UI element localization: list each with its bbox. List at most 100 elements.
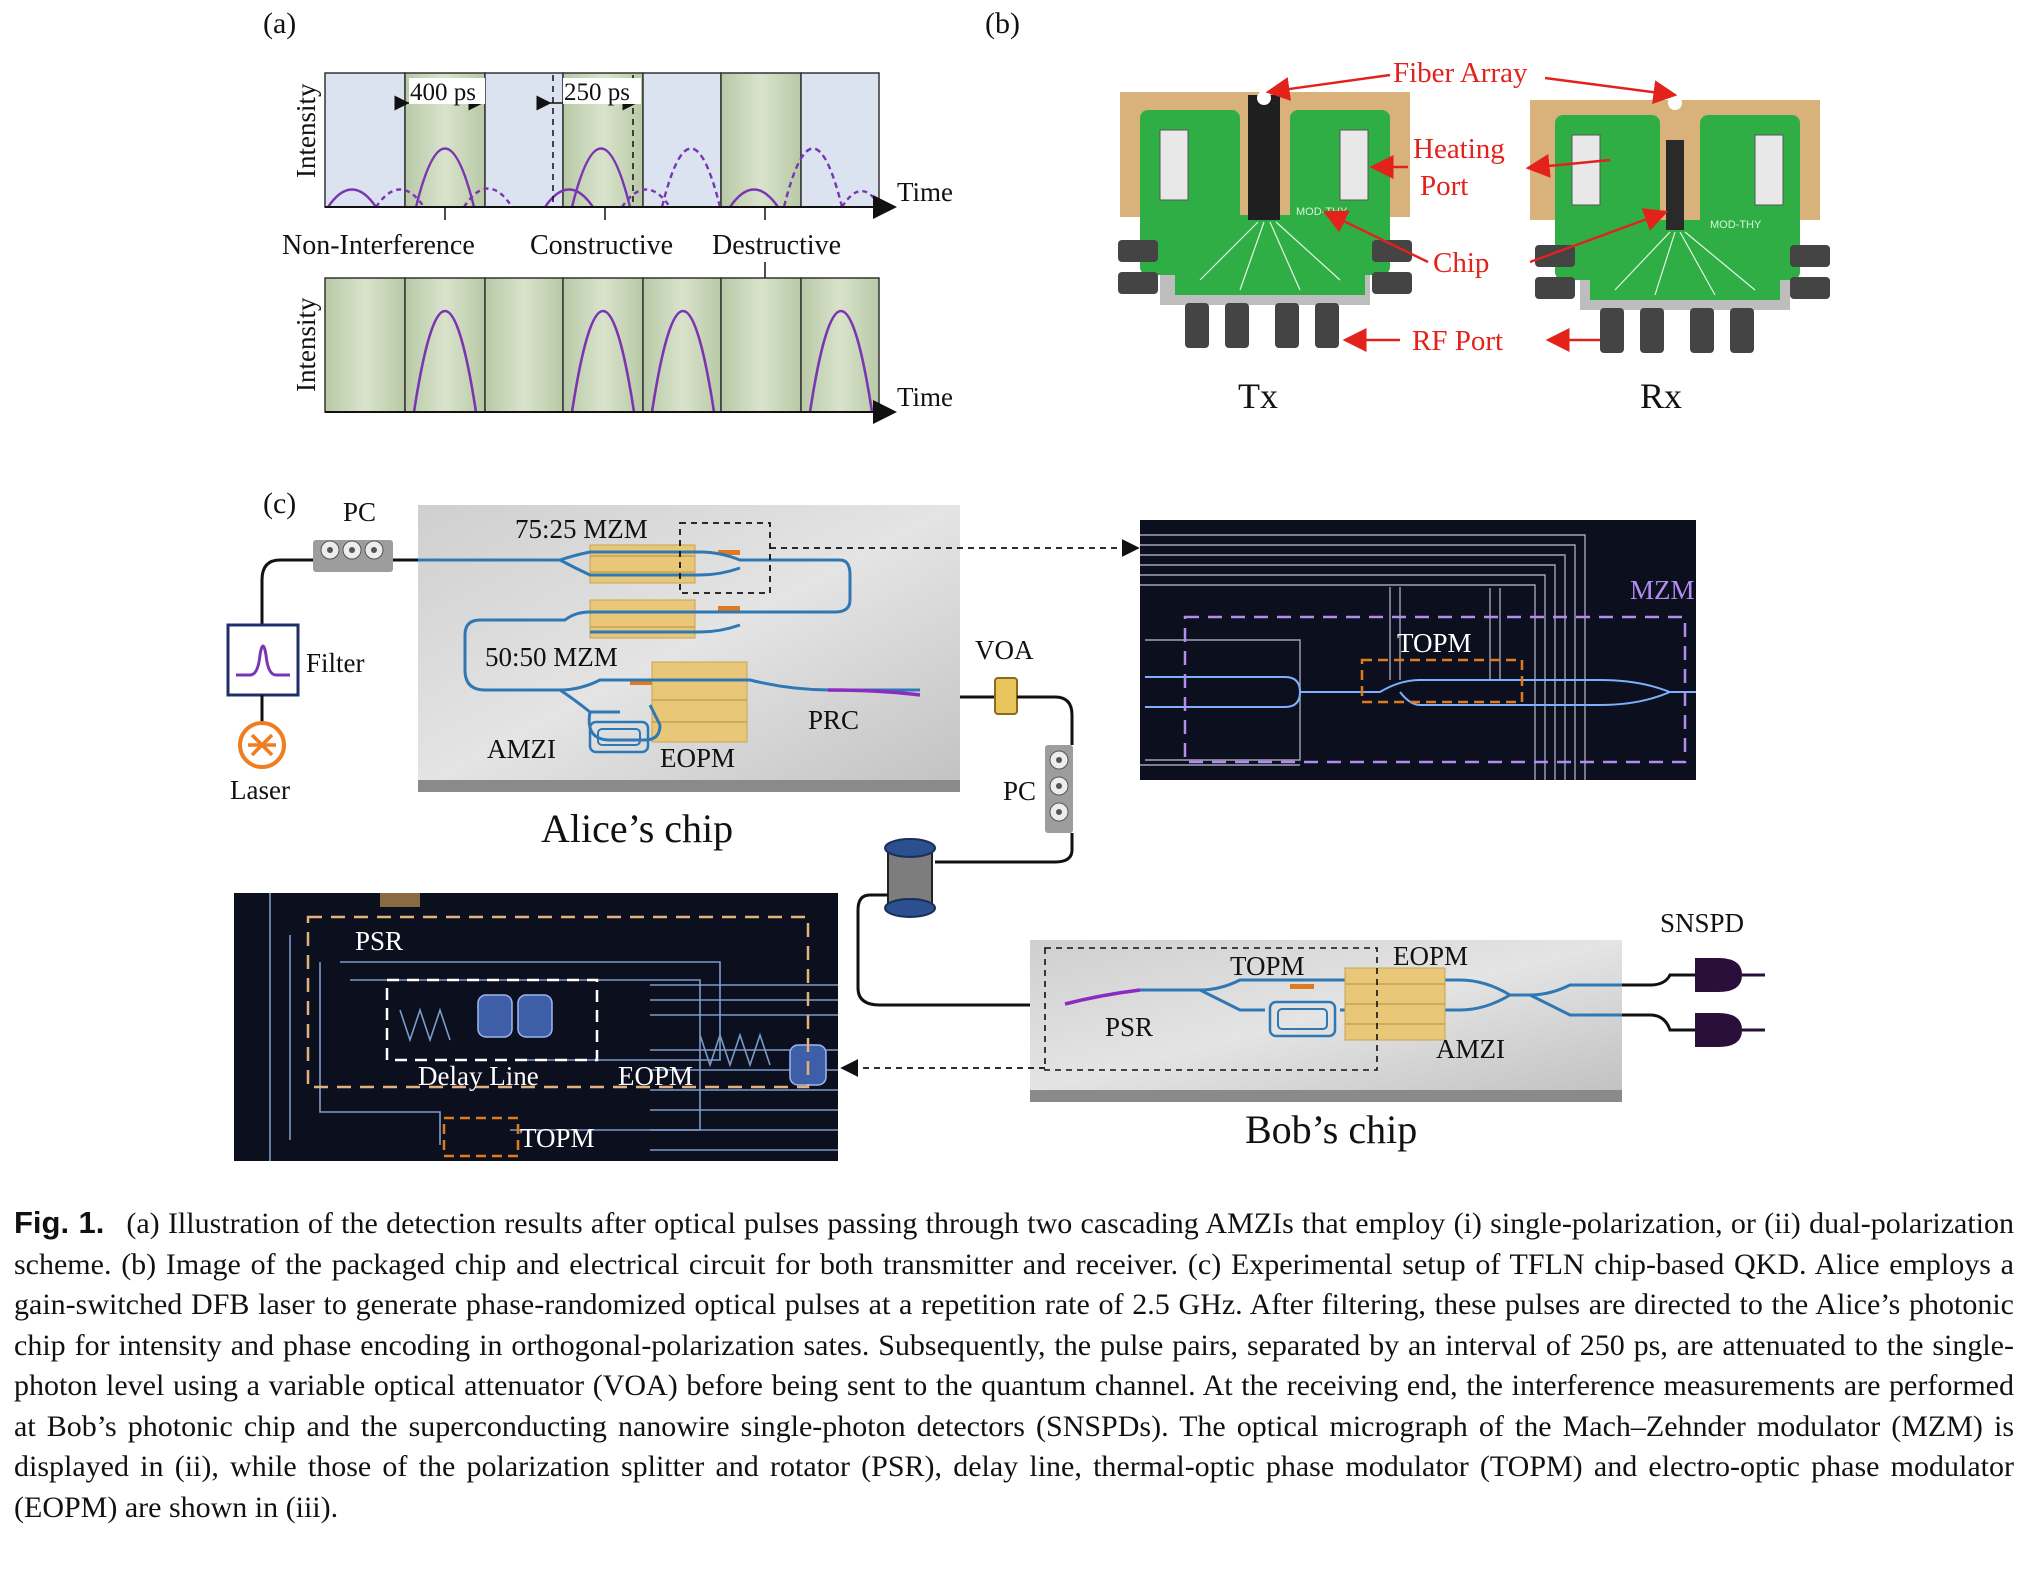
label-amzi-bob: AMZI <box>1436 1034 1505 1064</box>
cell-b6 <box>720 277 802 413</box>
tx-package: MOD-THY <box>1118 91 1412 348</box>
rx-heating-connector-right <box>1754 134 1784 206</box>
caption-text: (a) Illustration of the detection result… <box>14 1207 2014 1524</box>
bottom-pulses <box>412 309 874 413</box>
bottom-xlabel: Time <box>897 382 953 412</box>
snspd-detector-1-icon <box>1695 958 1742 992</box>
label-heating-1: Heating <box>1413 133 1505 165</box>
label-eopm-micro: EOPM <box>618 1061 693 1091</box>
label-pc-mid: PC <box>1003 776 1036 806</box>
label-eopm-bob: EOPM <box>1393 941 1468 971</box>
figure-caption: Fig. 1.(a) Illustration of the detection… <box>14 1203 2014 1528</box>
label-rx: Rx <box>1640 376 1682 416</box>
fiber-pc-spool <box>935 833 1074 864</box>
rx-package: MOD-THY <box>1530 96 1830 353</box>
label-mzm-5050: 50:50 MZM <box>485 642 618 672</box>
pc-mid <box>1045 745 1073 833</box>
rx-pcb-bottom <box>1590 220 1780 300</box>
gap-400-label: 400 ps <box>410 79 476 106</box>
label-tx: Tx <box>1238 376 1278 416</box>
tx-heating-connector-right <box>1339 129 1369 201</box>
micrograph-psr-box <box>306 915 810 1089</box>
label-micro-mzm: MZM <box>1630 575 1695 605</box>
fiber-spool-bob <box>856 893 1030 1007</box>
cell-blue-1 <box>324 72 406 208</box>
mzm-zoom-box <box>679 522 771 594</box>
micrograph-pad <box>380 893 420 907</box>
snspd-detector-2-icon <box>1695 1013 1742 1047</box>
cell-blue-4 <box>800 72 880 208</box>
bob-chip-edge <box>1030 1090 1622 1102</box>
micrograph-topm-box-iii <box>442 1116 520 1158</box>
bottom-ylabel: Intensity <box>291 297 321 392</box>
tx-fiber-hole <box>1257 91 1271 105</box>
micrograph-delay-box <box>385 978 599 1062</box>
bob-topm-heater <box>1290 984 1314 989</box>
label-chip: Chip <box>1433 247 1489 279</box>
cell-green-3 <box>720 72 802 208</box>
tx-chip <box>1248 95 1280 220</box>
laser-star-icon <box>248 733 276 757</box>
cat-destructive: Destructive <box>712 230 841 261</box>
rx-chip <box>1666 140 1684 230</box>
rx-fiber-hole <box>1668 96 1682 110</box>
tx-chip-marking: MOD-THY <box>1296 206 1348 218</box>
fiber-spool-icon <box>884 838 936 918</box>
tx-traces <box>1199 221 1341 291</box>
label-mzm-7525: 75:25 MZM <box>515 514 648 544</box>
rx-traces <box>1614 231 1756 296</box>
label-prc: PRC <box>808 705 859 735</box>
label-psr-micro: PSR <box>355 926 403 956</box>
bob-amzi-spiral <box>1268 1000 1337 1038</box>
tx-rf-connectors <box>1118 240 1412 348</box>
label-topm-bob: TOPM <box>1230 951 1305 981</box>
top-ylabel: Intensity <box>291 83 321 178</box>
filter-box <box>226 623 300 697</box>
micrograph-mzm-bg <box>1140 520 1696 780</box>
panel-b-arrows <box>1265 73 1678 352</box>
micrograph-topm-box <box>1360 658 1524 704</box>
pc-top <box>313 540 393 572</box>
label-micro-topm: TOPM <box>1397 628 1472 658</box>
label-snspd: SNSPD <box>1660 908 1744 938</box>
label-delay-line: Delay Line <box>418 1061 539 1091</box>
label-laser: Laser <box>230 775 290 805</box>
amzi-spiral-inner <box>597 728 641 746</box>
fiber-snspd-1 <box>1622 973 1695 987</box>
alice-chip: 75:25 MZM 50:50 MZM AMZI EOPM PRC Alice’… <box>418 505 960 851</box>
rx-chip-marking: MOD-THY <box>1710 219 1762 231</box>
fiber-voa-pc <box>1017 695 1074 745</box>
panel-a-label: (a) <box>263 7 296 40</box>
snspd-section: SNSPD <box>1622 908 1765 1047</box>
rx-heating-connector-left <box>1571 134 1601 206</box>
figure-1: (a) <box>226 7 1830 1161</box>
fiber-to-filter <box>260 558 313 625</box>
bob-waveguides <box>1140 978 1622 1017</box>
gap-250-bg <box>563 78 641 104</box>
label-bob-chip: Bob’s chip <box>1245 1107 1417 1152</box>
cell-b3 <box>484 277 564 413</box>
cell-b1 <box>324 277 406 413</box>
panel-c: (c) <box>226 487 1765 1161</box>
alice-chip-edge <box>418 780 960 792</box>
cat-constructive: Constructive <box>530 230 673 261</box>
label-voa: VOA <box>975 635 1034 665</box>
panel-b: (b) MOD-THY <box>985 7 1830 416</box>
panel-a: (a) <box>263 7 953 424</box>
label-amzi-alice: AMZI <box>487 734 556 764</box>
bob-zoom-box <box>1044 947 1378 1071</box>
amzi-spiral <box>588 720 650 754</box>
micrograph-bob: PSR Delay Line EOPM TOPM <box>234 893 838 1161</box>
label-heating-2: Port <box>1420 170 1468 202</box>
label-fiber-array: Fiber Array <box>1393 57 1528 89</box>
fiber-snspd-2 <box>1622 1013 1695 1032</box>
tx-heating-connector-left <box>1159 129 1189 201</box>
tx-pcb-bottom <box>1175 215 1365 295</box>
label-rf-port: RF Port <box>1412 325 1503 357</box>
rx-rf-connectors <box>1535 245 1830 353</box>
micrograph-mzm: MZM TOPM <box>1140 520 1696 780</box>
panel-a-bottom-plot: Time Intensity <box>291 277 953 424</box>
micrograph-mzm-waveguides <box>1145 676 1696 708</box>
gap-400-bg <box>409 78 485 104</box>
gap-250-label: 250 ps <box>564 79 630 106</box>
